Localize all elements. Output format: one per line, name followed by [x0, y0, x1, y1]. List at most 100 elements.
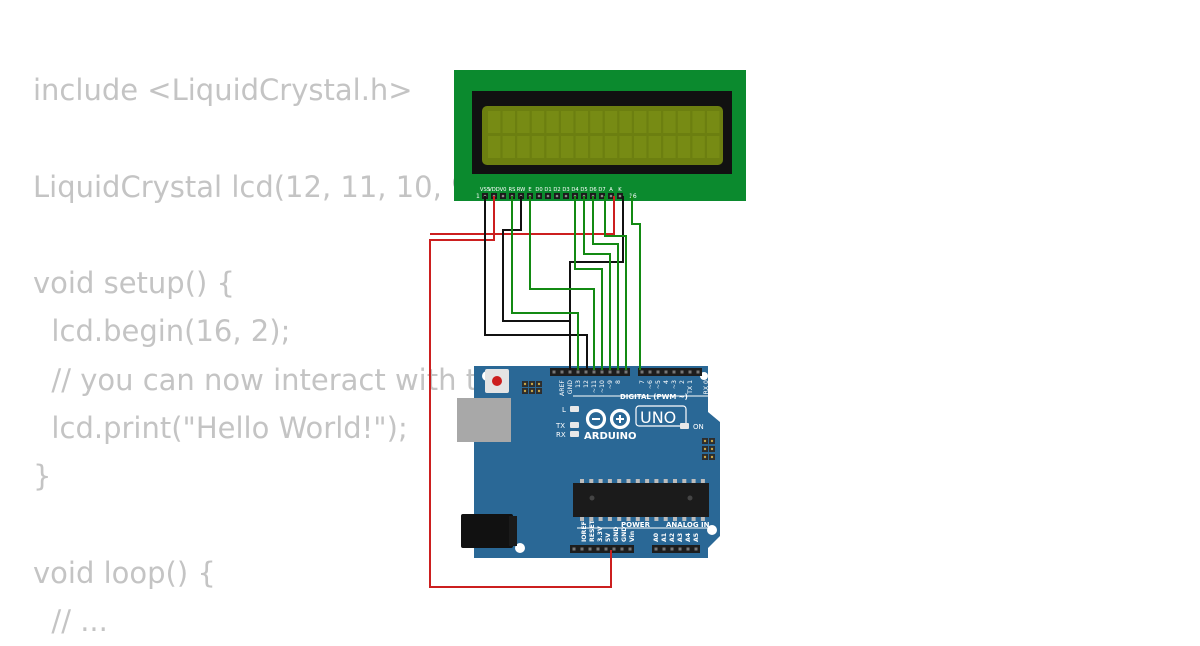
wire-backlight-green	[631, 196, 641, 370]
lcd-char-cell	[692, 111, 705, 133]
lcd-char-cell	[575, 136, 588, 158]
power-pin-hole	[620, 547, 624, 551]
wire-e-pin11	[529, 196, 595, 370]
lcd-char-cell	[488, 136, 501, 158]
icsp-pin-hole	[710, 447, 714, 451]
led-rx-label: RX	[556, 431, 566, 439]
digital-pin-label: AREF	[559, 380, 566, 396]
led-on-label: ON	[693, 423, 704, 431]
lcd-char-cell	[692, 136, 705, 158]
power-pin-hole	[628, 547, 632, 551]
code-line: include <LiquidCrystal.h>	[33, 73, 413, 107]
digital-pin-hole	[624, 370, 628, 374]
digital-pin-label: ~3	[671, 380, 678, 389]
power-pin-label: GND	[613, 527, 620, 542]
digital-pin-hole	[680, 370, 684, 374]
power-pin-hole	[588, 547, 592, 551]
chip-leg	[626, 517, 631, 521]
digital-pin-hole	[648, 370, 652, 374]
lcd-pin-label: D1	[544, 187, 551, 193]
wire-d4-pin10	[574, 196, 603, 370]
wire-rw-gnd	[502, 196, 571, 370]
lcd-char-cell	[604, 136, 618, 158]
digital-pin-hole	[600, 370, 604, 374]
analog-pin-label: A5	[693, 533, 700, 542]
lcd-char-cell	[634, 136, 647, 158]
chip-leg	[617, 479, 622, 483]
lcd-char-cell	[531, 111, 545, 133]
lcd-pin-label: D0	[535, 187, 542, 193]
lcd-char-cell	[604, 111, 618, 133]
lcd-char-cell	[502, 136, 515, 158]
wire-d5-pin9	[583, 196, 611, 370]
digital-pin-hole	[576, 370, 580, 374]
lcd-char-cell	[619, 136, 632, 158]
wire-k-gnd	[569, 196, 624, 370]
chip-leg	[673, 517, 677, 521]
lcd-char-cell	[517, 111, 530, 133]
chip-leg	[589, 479, 594, 483]
power-pin-hole	[694, 547, 698, 551]
digital-pin-hole	[592, 370, 596, 374]
lcd-pin-hole	[618, 194, 622, 198]
lcd-char-cell	[619, 111, 632, 133]
digital-pin-hole	[696, 370, 700, 374]
lcd-pin-hole	[546, 194, 550, 198]
power-pin-header	[570, 545, 700, 553]
chip-notch	[589, 495, 595, 501]
chip-leg	[645, 479, 650, 483]
chip-leg	[645, 517, 650, 521]
digital-pin-label: 7	[639, 380, 646, 384]
code-line: void loop() {	[33, 555, 216, 590]
led-rx	[570, 431, 579, 437]
chip-leg	[682, 479, 687, 483]
wire-vss-gnd	[484, 196, 588, 370]
lcd-char-cell	[677, 136, 691, 158]
chip-leg	[607, 479, 612, 483]
power-pin-label: Vin	[629, 531, 636, 542]
digital-pin-label: TX 1	[687, 380, 694, 395]
power-pin-label: IOREF	[581, 521, 588, 542]
digital-pin-label: 4	[663, 380, 670, 384]
chip-leg	[580, 517, 584, 521]
wire-d6-pin8	[592, 196, 619, 370]
power-pin-hole	[572, 547, 576, 551]
digital-pin-hole	[672, 370, 676, 374]
icsp-pin-hole	[537, 382, 541, 386]
lcd-pin-hole	[537, 194, 541, 198]
lcd-char-cell	[531, 136, 545, 158]
power-pin-label: 5V	[605, 533, 612, 542]
lcd-pin-label: K	[618, 187, 622, 193]
digital-pin-label: ~9	[607, 380, 614, 389]
reset-button-cap	[492, 376, 502, 386]
lcd-char-cell	[590, 111, 603, 133]
power-pin-hole	[678, 547, 682, 551]
digital-pin-label: 12	[583, 380, 590, 388]
lcd-char-cell	[546, 111, 559, 133]
chip-notch	[687, 495, 693, 501]
analog-pin-label: A4	[685, 532, 692, 542]
lcd-char-cell	[561, 111, 574, 133]
microcontroller-chip	[573, 483, 709, 517]
chip-leg	[598, 517, 603, 521]
digital-pin-label: ~11	[591, 380, 598, 393]
icsp-pin-hole	[703, 447, 707, 451]
chip-legs	[580, 479, 705, 521]
lcd-char-cell	[707, 136, 720, 158]
digital-pin-hole	[640, 370, 644, 374]
icsp-pin-hole	[523, 382, 527, 386]
digital-pin-hole	[568, 370, 572, 374]
led-l-label: L	[562, 406, 566, 414]
icsp-pin-hole	[537, 389, 541, 393]
chip-leg	[673, 479, 677, 483]
analog-pin-label: A1	[661, 533, 668, 542]
chip-leg	[589, 517, 594, 521]
analog-pin-label: A3	[677, 533, 684, 542]
wires	[429, 196, 641, 588]
lcd-char-cell	[663, 136, 676, 158]
digital-pin-label: ~6	[647, 380, 654, 389]
lcd-char-cell	[517, 136, 530, 158]
usb-port	[457, 398, 511, 442]
